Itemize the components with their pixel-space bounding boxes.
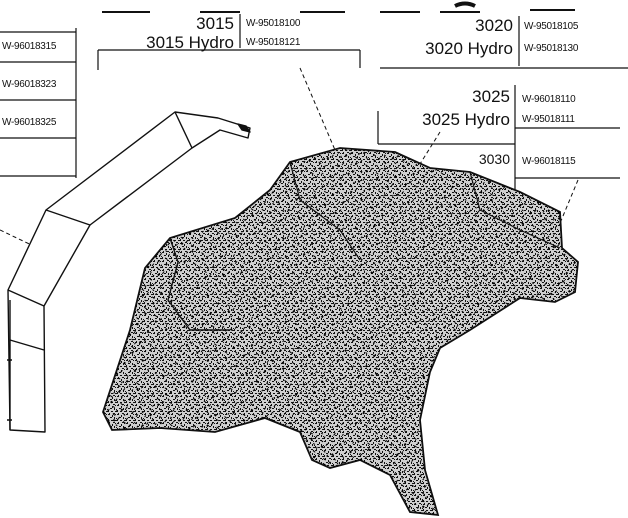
floor-mat-part [102,147,579,517]
part-number: W-96018323 [2,79,57,90]
part-number: W-95018130 [524,43,579,54]
fender-part-outline [7,111,251,433]
model-label: 3015 Hydro [146,33,234,52]
part-number: W-95018100 [246,18,301,29]
callout-3020-box [359,16,628,69]
model-label: 3025 [472,87,510,106]
model-label: 3025 Hydro [422,110,510,129]
callout-3025-box [377,85,620,196]
part-number: W-96018110 [522,94,576,105]
left-callout-box [0,28,77,178]
part-number: W-95018121 [246,37,301,48]
model-label: 3020 Hydro [425,39,513,58]
part-number: W-96018115 [522,156,576,167]
model-label: 3015 [196,14,234,33]
top-border [454,1,476,8]
callout-3015-box [97,14,360,70]
model-label: 3030 [478,151,510,167]
part-number: W-95018111 [522,114,575,125]
model-label: 3020 [475,16,513,35]
part-number: W-96018325 [2,117,57,128]
part-number: W-96018315 [2,41,57,52]
part-number: W-95018105 [524,21,579,32]
